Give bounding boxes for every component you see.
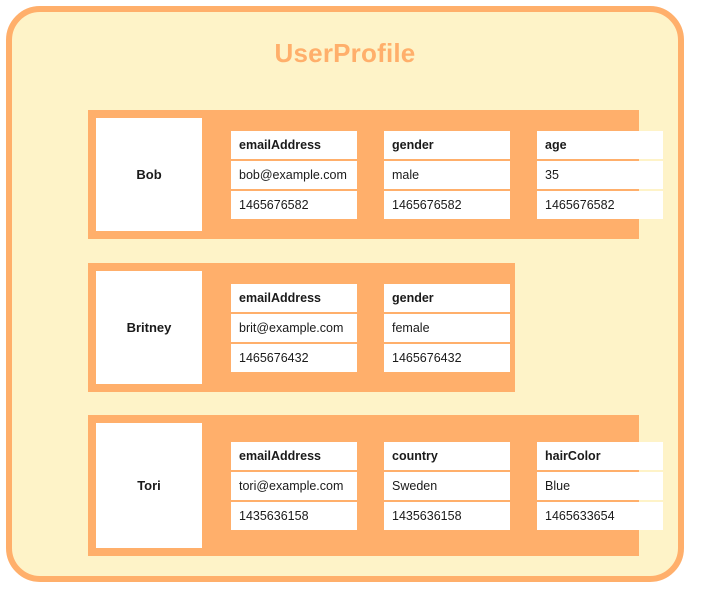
field-column: country Sweden 1435636158	[384, 441, 510, 530]
field-value: tori@example.com	[231, 471, 357, 500]
profile-fields: emailAddress brit@example.com 1465676432…	[231, 271, 510, 384]
field-value: 35	[537, 160, 663, 189]
profile-fields: emailAddress tori@example.com 1435636158…	[231, 423, 663, 548]
field-value: bob@example.com	[231, 160, 357, 189]
profile-fields: emailAddress bob@example.com 1465676582 …	[231, 118, 663, 231]
field-key: gender	[384, 130, 510, 159]
profile-name-box: Britney	[96, 271, 202, 384]
field-key: hairColor	[537, 441, 663, 470]
field-key: country	[384, 441, 510, 470]
field-timestamp: 1465676432	[384, 343, 510, 372]
field-column: hairColor Blue 1465633654	[537, 441, 663, 530]
field-key: emailAddress	[231, 441, 357, 470]
field-key: emailAddress	[231, 283, 357, 312]
field-column: gender male 1465676582	[384, 130, 510, 219]
field-timestamp: 1435636158	[231, 501, 357, 530]
profile-name-box: Bob	[96, 118, 202, 231]
field-value: Blue	[537, 471, 663, 500]
page-title: UserProfile	[274, 38, 416, 68]
profile-row-0[interactable]: Bob emailAddress bob@example.com 1465676…	[88, 110, 663, 239]
field-column: age 35 1465676582	[537, 130, 663, 219]
field-timestamp: 1465676432	[231, 343, 357, 372]
profile-row-1[interactable]: Britney emailAddress brit@example.com 14…	[88, 263, 515, 392]
field-column: emailAddress brit@example.com 1465676432	[231, 283, 357, 372]
field-column: emailAddress tori@example.com 1435636158	[231, 441, 357, 530]
field-key: emailAddress	[231, 130, 357, 159]
field-timestamp: 1465676582	[231, 190, 357, 219]
field-timestamp: 1465633654	[537, 501, 663, 530]
user-profile-diagram-frame: UserProfile Bob emailAddress bob@example…	[6, 6, 684, 582]
field-value: female	[384, 313, 510, 342]
field-value: Sweden	[384, 471, 510, 500]
field-column: emailAddress bob@example.com 1465676582	[231, 130, 357, 219]
field-timestamp: 1465676582	[384, 190, 510, 219]
field-timestamp: 1435636158	[384, 501, 510, 530]
field-key: age	[537, 130, 663, 159]
field-value: brit@example.com	[231, 313, 357, 342]
field-value: male	[384, 160, 510, 189]
field-timestamp: 1465676582	[537, 190, 663, 219]
field-column: gender female 1465676432	[384, 283, 510, 372]
profile-row-2[interactable]: Tori emailAddress tori@example.com 14356…	[88, 415, 663, 556]
field-key: gender	[384, 283, 510, 312]
profile-name-box: Tori	[96, 423, 202, 548]
